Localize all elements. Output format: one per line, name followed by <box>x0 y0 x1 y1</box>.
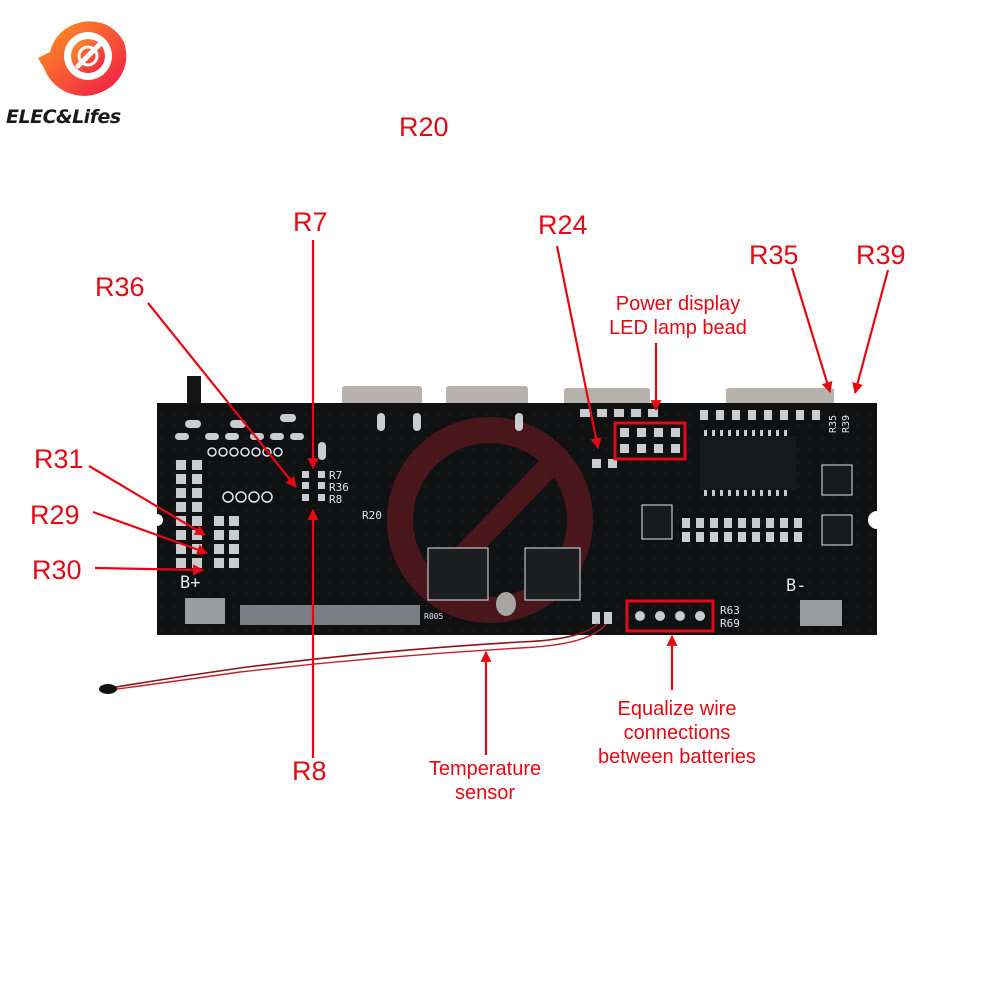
callout-r20: R20 <box>399 112 449 142</box>
brand-name: ELEC&Lifes <box>6 106 121 128</box>
temperature-sensor-line-2: sensor <box>454 782 516 804</box>
temperature-sensor-line-1: Temperature <box>428 758 542 780</box>
thermistor-probe <box>99 684 117 694</box>
callout-equalize-wire: Equalize wire connections between batter… <box>572 697 782 769</box>
silk-r36: R36 <box>329 481 349 494</box>
silk-r8: R8 <box>329 493 342 506</box>
silk-r39: R39 <box>841 415 852 433</box>
temperature-sensor-wire <box>99 623 607 694</box>
callout-r7: R7 <box>293 207 328 237</box>
silk-r35: R35 <box>828 415 839 433</box>
slot-holes <box>175 413 523 460</box>
resistor-array <box>682 410 820 542</box>
silk-r7: R7 <box>329 469 342 482</box>
silk-r20: R20 <box>362 509 382 522</box>
callout-r24: R24 <box>538 210 588 240</box>
led-lamp-highlight <box>613 421 687 461</box>
solder-strip <box>240 605 420 625</box>
arrow-r36 <box>147 302 297 488</box>
callout-r30: R30 <box>32 555 82 585</box>
arrow-r35 <box>790 267 833 394</box>
silk-r69: R69 <box>720 617 740 630</box>
left-pads <box>176 460 239 568</box>
ic-chips <box>427 436 853 601</box>
silk-b-minus: B- <box>786 576 806 596</box>
arrow-r30 <box>94 564 205 576</box>
equalize-wire-line-2: connections <box>623 722 731 744</box>
mounting-screw <box>496 592 516 616</box>
equalize-wire-line-1: Equalize wire <box>617 698 737 720</box>
callout-r39: R39 <box>856 240 906 270</box>
arrow-r31 <box>88 465 206 536</box>
equalize-wire-line-3: between batteries <box>598 746 756 768</box>
power-plug-logo-icon <box>38 21 127 96</box>
silk-r005: R005 <box>424 612 443 621</box>
callout-temperature-sensor: Temperature sensor <box>410 757 560 805</box>
callout-r35: R35 <box>749 240 799 270</box>
power-display-line-1: Power display <box>615 293 741 315</box>
arrow-r39 <box>852 269 890 395</box>
b-minus-pad <box>800 600 842 626</box>
callout-r31: R31 <box>34 444 84 474</box>
led-lamp-pads <box>580 409 680 468</box>
arrow-r24 <box>555 245 602 450</box>
usb-connectors <box>342 386 834 406</box>
callout-r36: R36 <box>95 272 145 302</box>
callout-r8: R8 <box>292 756 327 786</box>
callout-r29: R29 <box>30 500 80 530</box>
switch-lever <box>187 376 201 404</box>
silk-r63: R63 <box>720 604 740 617</box>
power-display-line-2: LED lamp bead <box>609 317 747 339</box>
silk-b-plus: B+ <box>180 573 200 593</box>
callout-power-display: Power display LED lamp bead <box>592 292 764 340</box>
r7-r36-r8-pads <box>302 471 325 501</box>
arrow-r29 <box>92 510 209 555</box>
b-plus-pad <box>185 598 225 624</box>
balance-connector <box>625 599 715 633</box>
brand-logo <box>38 21 127 96</box>
